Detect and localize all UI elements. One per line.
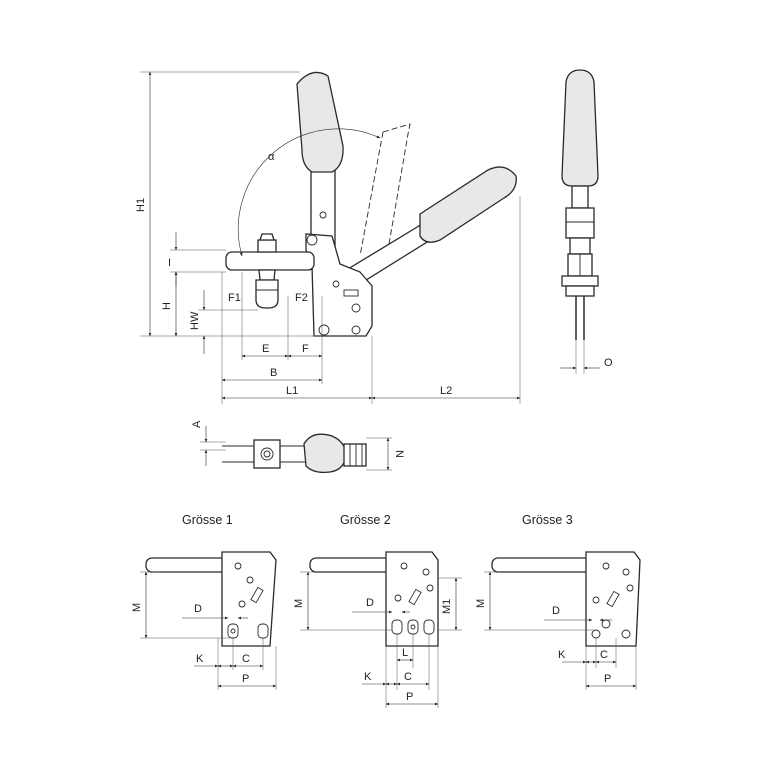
dim-l2: L2: [440, 385, 452, 397]
handle-vertical: [296, 71, 344, 257]
dim-b: B: [270, 367, 277, 379]
size-1-title: Grösse 1: [182, 513, 233, 527]
main-front-view: H1 α I H HW F1 F2 E F B: [135, 71, 521, 404]
clamp-body: [305, 233, 373, 337]
dim-f1: F1: [228, 292, 241, 304]
size-3-dim-m: M: [475, 599, 487, 608]
size-1-dim-p: P: [242, 673, 249, 685]
dim-l1: L1: [286, 385, 298, 397]
size-1-view: Grösse 1 M D K C P: [131, 513, 277, 690]
size-1-dim-d: D: [194, 603, 202, 615]
dim-h: H: [161, 302, 173, 310]
size-2-dim-l: L: [402, 647, 408, 659]
size-2-dim-k: K: [364, 671, 372, 683]
size-3-dim-k: K: [558, 649, 566, 661]
dim-n: N: [393, 450, 405, 458]
size-1-dim-k: K: [196, 653, 204, 665]
top-view: A N: [191, 420, 405, 474]
size-1-dim-c: C: [242, 653, 250, 665]
size-2-dim-d: D: [366, 597, 374, 609]
dim-f2: F2: [295, 292, 308, 304]
dim-e: E: [262, 343, 269, 355]
size-3-title: Grösse 3: [522, 513, 573, 527]
size-2-view: Grösse 2 M M1 D L: [293, 513, 462, 708]
dim-a: A: [191, 420, 203, 428]
dim-f: F: [302, 343, 309, 355]
dim-alpha: α: [268, 151, 275, 163]
size-3-dim-p: P: [604, 673, 611, 685]
dim-h1: H1: [135, 198, 147, 212]
size-2-dim-m1: M1: [441, 599, 453, 614]
size-2-dim-m: M: [293, 599, 305, 608]
size-2-dim-c: C: [404, 671, 412, 683]
dim-hw: HW: [189, 311, 201, 330]
size-3-dim-d: D: [552, 605, 560, 617]
size-2-title: Grösse 2: [340, 513, 391, 527]
size-3-view: Grösse 3 M D K C P: [475, 513, 641, 690]
size-2-dim-p: P: [406, 691, 413, 703]
side-view: O: [560, 69, 613, 374]
size-1-dim-m: M: [131, 603, 143, 612]
dim-i: I: [168, 257, 171, 269]
dim-o: O: [604, 357, 613, 369]
size-3-dim-c: C: [600, 649, 608, 661]
